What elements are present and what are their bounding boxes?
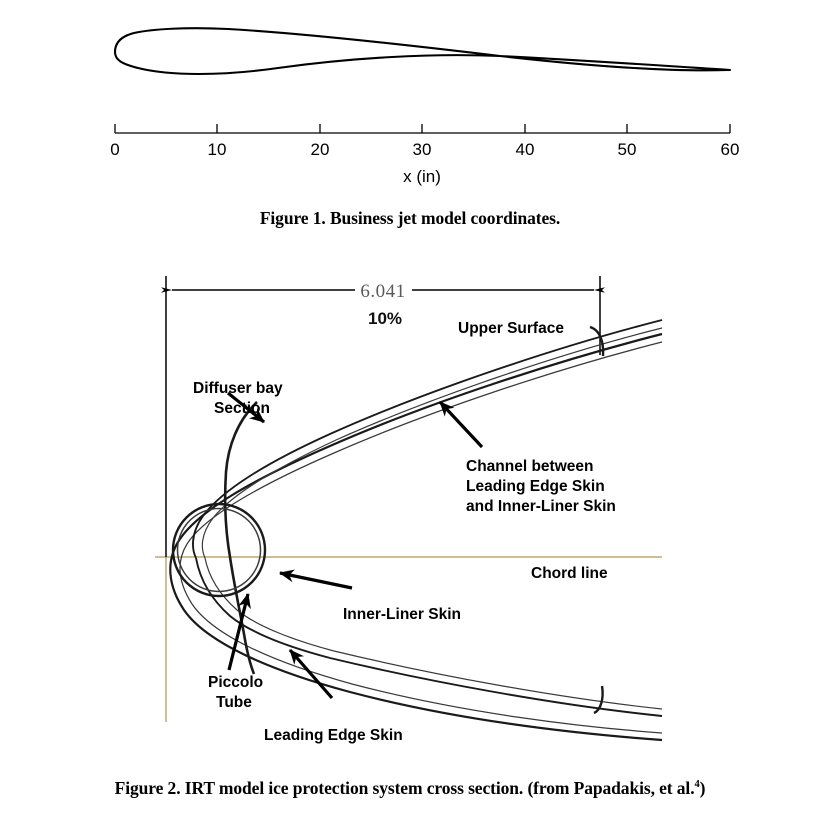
x-axis: 0 10 20 30 40 50 60 x (in) xyxy=(110,124,739,186)
channel-arrow xyxy=(438,400,484,449)
inner-liner-upper-end-curl xyxy=(589,325,605,357)
figure-2-graphic: 6.041 10% xyxy=(0,250,820,750)
x-tick-label-20: 20 xyxy=(311,140,330,159)
leading-edge-skin-outline xyxy=(169,332,663,742)
label-diffuser-bay-line2: Section xyxy=(214,400,270,417)
figure-1-svg: 0 10 20 30 40 50 60 x (in) xyxy=(110,27,739,186)
x-axis-tick-labels: 0 10 20 30 40 50 60 xyxy=(110,140,739,159)
label-diffuser-bay-line1: Diffuser bay xyxy=(193,380,283,397)
label-upper-surface: Upper Surface xyxy=(458,320,564,337)
figure-1-caption-text: Figure 1. Business jet model coordinates… xyxy=(259,208,561,228)
figure-2-caption-reference: 4 xyxy=(694,779,700,791)
x-tick-label-50: 50 xyxy=(618,140,637,159)
inner-liner-arrow xyxy=(279,569,353,590)
x-tick-label-0: 0 xyxy=(110,140,119,159)
figure-2-caption-tail: ) xyxy=(699,778,706,798)
x-tick-label-60: 60 xyxy=(721,140,740,159)
label-channel-line1: Channel between xyxy=(466,458,593,475)
annotation-arrows xyxy=(226,391,484,700)
figure-2-svg: 6.041 10% xyxy=(155,276,663,744)
figure-1-graphic: 0 10 20 30 40 50 60 x (in) xyxy=(0,0,820,200)
label-inner-liner-skin: Inner-Liner Skin xyxy=(343,606,461,623)
dimension-line-6041: 6.041 xyxy=(161,281,605,302)
piccolo-tube-arrow xyxy=(227,593,251,671)
inner-liner-lower-end-curl xyxy=(593,685,604,715)
dimension-percent-label: 10% xyxy=(368,309,402,328)
label-chord-line: Chord line xyxy=(531,565,608,582)
label-piccolo-line2: Tube xyxy=(216,694,252,711)
x-axis-title: x (in) xyxy=(403,167,441,186)
x-tick-label-40: 40 xyxy=(516,140,535,159)
x-tick-label-30: 30 xyxy=(413,140,432,159)
x-tick-label-10: 10 xyxy=(208,140,227,159)
label-piccolo-line1: Piccolo xyxy=(208,674,263,691)
dimension-value-label: 6.041 xyxy=(360,281,405,302)
figure-2-caption-text: Figure 2. IRT model ice protection syste… xyxy=(114,778,695,798)
figure-2-caption: Figure 2. IRT model ice protection syste… xyxy=(0,778,820,799)
label-channel-line2: Leading Edge Skin xyxy=(466,478,605,495)
x-axis-ticks xyxy=(114,124,731,133)
airfoil-outline xyxy=(113,27,732,76)
diffuser-bay-wall xyxy=(223,401,258,675)
label-leading-edge-skin: Leading Edge Skin xyxy=(264,727,403,744)
figure-1-caption: Figure 1. Business jet model coordinates… xyxy=(0,208,820,229)
leading-edge-skin-arrow xyxy=(288,648,334,700)
piccolo-tube xyxy=(171,502,267,598)
label-channel-line3: and Inner-Liner Skin xyxy=(466,498,616,515)
inner-liner-skin-outline xyxy=(192,319,663,717)
diffuser-bay-arrow xyxy=(226,391,266,424)
